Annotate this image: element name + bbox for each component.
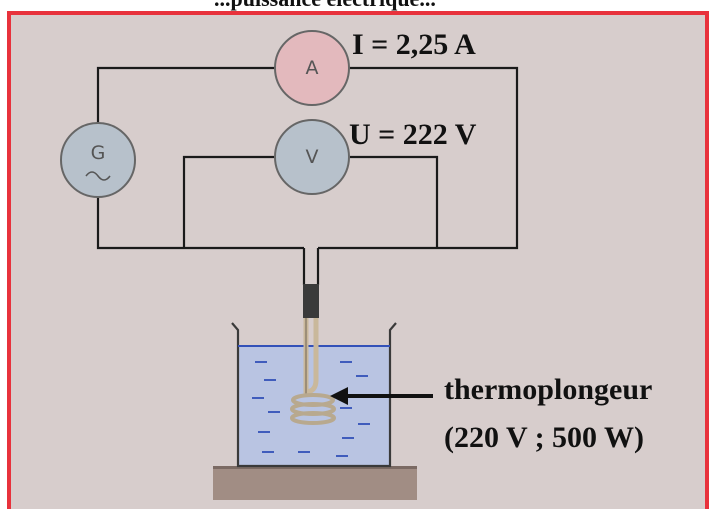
heater-handle	[303, 284, 319, 318]
table-edge	[213, 466, 417, 469]
voltmeter-dial	[274, 119, 350, 195]
voltmeter-letter: V	[305, 146, 319, 168]
ammeter-dial	[274, 30, 350, 106]
top-caption-band: ...puissance électrique...	[0, 0, 716, 14]
heater-spec: (220 V ; 500 W)	[444, 421, 645, 454]
table-base	[213, 468, 417, 500]
heater-arrow	[330, 387, 433, 405]
generator-letter: G	[90, 142, 106, 164]
water-waves	[252, 361, 370, 457]
heater-name: thermoplongeur	[444, 373, 653, 406]
voltmeter	[274, 119, 350, 195]
immersion-heater	[290, 284, 336, 425]
top-caption: ...puissance électrique...	[214, 0, 436, 12]
generator-dial	[60, 122, 136, 198]
ammeter	[274, 30, 350, 106]
current-reading: I = 2,25 A	[352, 28, 476, 61]
ac-symbol-icon	[85, 171, 111, 181]
voltage-reading: U = 222 V	[349, 118, 477, 151]
generator	[60, 122, 136, 198]
beaker-glass	[231, 322, 397, 468]
ammeter-letter: A	[305, 57, 319, 79]
circuit-wires	[96, 66, 519, 285]
